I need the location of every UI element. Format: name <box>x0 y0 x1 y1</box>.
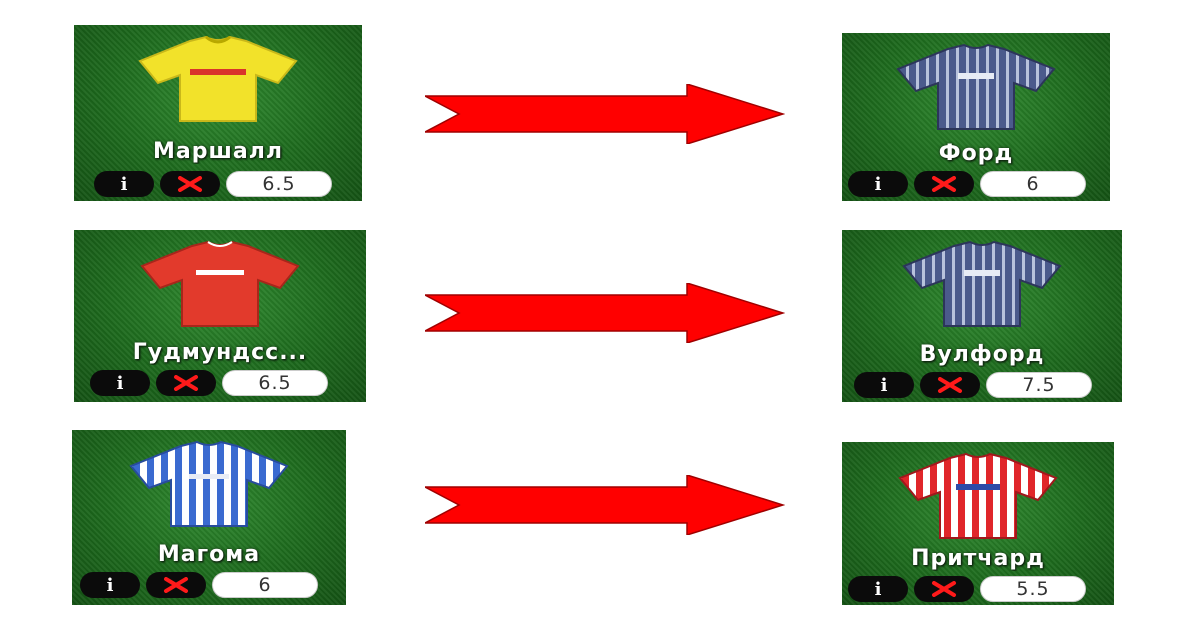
close-icon <box>174 375 198 391</box>
remove-button[interactable] <box>920 372 980 398</box>
info-icon: i <box>120 173 128 195</box>
remove-button[interactable] <box>914 576 974 602</box>
player-card-in-2[interactable]: Вулфорд i 7.5 <box>842 230 1122 402</box>
player-controls: i 6.5 <box>94 171 332 197</box>
price-badge: 6 <box>212 572 318 598</box>
remove-button[interactable] <box>146 572 206 598</box>
info-button[interactable]: i <box>80 572 140 598</box>
player-controls: i 6 <box>848 171 1086 197</box>
player-name: Магома <box>157 542 261 567</box>
navy-stripe-shirt-icon <box>902 240 1062 327</box>
yellow-shirt-icon <box>138 35 298 122</box>
player-controls: i 6 <box>80 572 318 598</box>
transfer-arrow-1 <box>425 84 785 144</box>
player-name: Форд <box>938 141 1014 166</box>
transfer-arrow-2 <box>425 283 785 343</box>
info-button[interactable]: i <box>854 372 914 398</box>
red-shirt-icon <box>140 240 300 327</box>
player-card-in-3[interactable]: Притчард i 5.5 <box>842 442 1114 605</box>
info-icon: i <box>106 574 114 596</box>
player-controls: i 7.5 <box>854 372 1092 398</box>
transfer-arrow-3 <box>425 475 785 535</box>
player-name: Гудмундсс... <box>132 340 308 365</box>
info-button[interactable]: i <box>848 576 908 602</box>
close-icon <box>932 176 956 192</box>
info-icon: i <box>116 372 124 394</box>
info-icon: i <box>874 173 882 195</box>
player-card-out-2[interactable]: Гудмундсс... i 6.5 <box>74 230 366 402</box>
remove-button[interactable] <box>160 171 220 197</box>
blue-white-stripe-shirt-icon <box>129 440 289 527</box>
close-icon <box>938 377 962 393</box>
player-name: Маршалл <box>153 139 283 164</box>
player-card-out-1[interactable]: Маршалл i 6.5 <box>74 25 362 201</box>
info-icon: i <box>880 374 888 396</box>
close-icon <box>932 581 956 597</box>
price-badge: 6.5 <box>222 370 328 396</box>
navy-stripe-shirt-icon <box>896 43 1056 130</box>
player-name: Вулфорд <box>919 342 1045 367</box>
player-card-out-3[interactable]: Магома i 6 <box>72 430 346 605</box>
info-button[interactable]: i <box>848 171 908 197</box>
player-controls: i 5.5 <box>848 576 1086 602</box>
info-button[interactable]: i <box>94 171 154 197</box>
price-badge: 7.5 <box>986 372 1092 398</box>
close-icon <box>164 577 188 593</box>
remove-button[interactable] <box>156 370 216 396</box>
price-badge: 6.5 <box>226 171 332 197</box>
player-name: Притчард <box>911 546 1045 571</box>
price-badge: 6 <box>980 171 1086 197</box>
info-button[interactable]: i <box>90 370 150 396</box>
player-card-in-1[interactable]: Форд i 6 <box>842 33 1110 201</box>
close-icon <box>178 176 202 192</box>
info-icon: i <box>874 578 882 600</box>
price-badge: 5.5 <box>980 576 1086 602</box>
remove-button[interactable] <box>914 171 974 197</box>
red-white-stripe-shirt-icon <box>898 452 1058 539</box>
player-controls: i 6.5 <box>90 370 328 396</box>
